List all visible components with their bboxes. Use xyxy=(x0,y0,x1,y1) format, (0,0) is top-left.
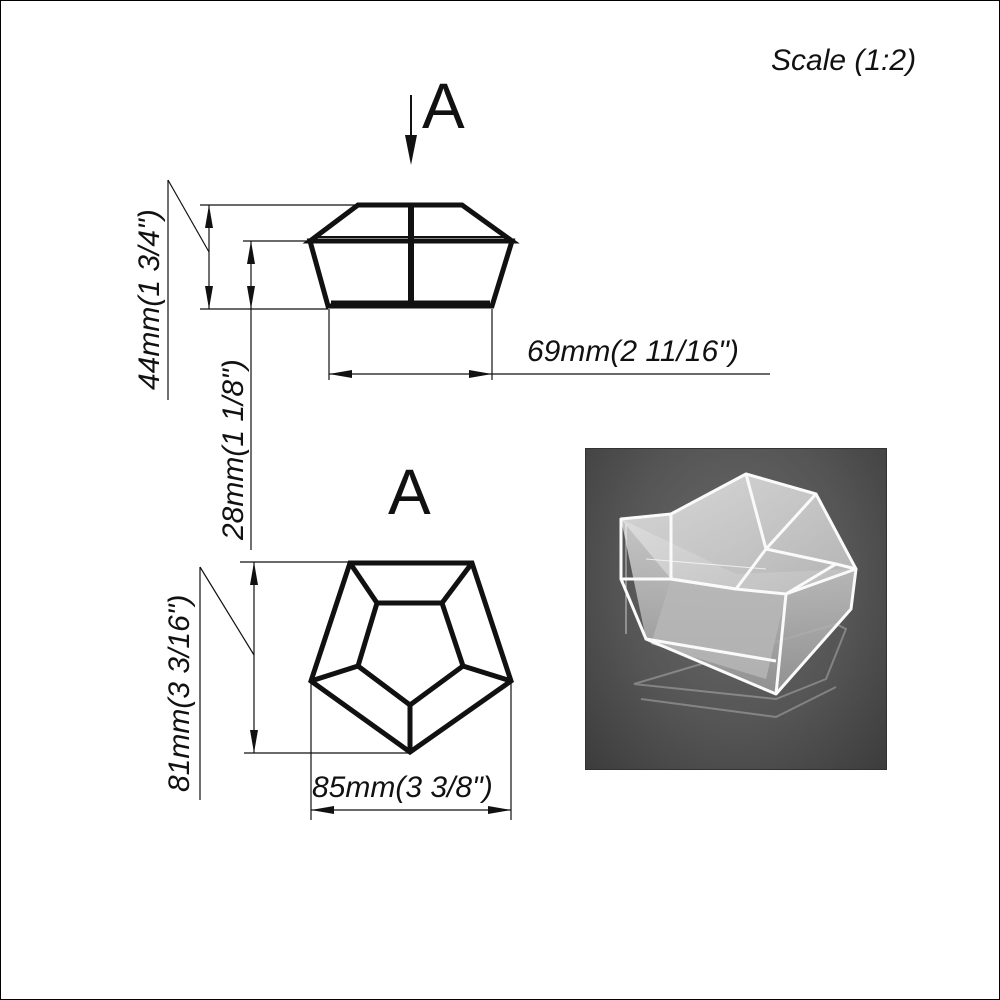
top-dimension-lines xyxy=(199,561,512,820)
view-marker-label: A xyxy=(422,70,465,142)
dimension-base-width: 69mm(2 11/16") xyxy=(527,335,739,368)
scale-label: Scale (1:2) xyxy=(771,44,917,77)
product-render-image xyxy=(585,448,887,770)
top-view xyxy=(308,560,514,756)
dimension-total-height: 44mm(1 3/4") xyxy=(133,209,166,390)
top-dimension-arrows xyxy=(250,562,511,814)
side-dimension-arrows xyxy=(205,205,492,378)
top-view-title: A xyxy=(388,456,431,528)
side-view xyxy=(302,202,520,309)
dimension-top-width: 85mm(3 3/8") xyxy=(312,771,493,804)
acrylic-dodecahedron-render xyxy=(619,472,858,719)
view-arrow xyxy=(405,95,417,165)
dimension-top-height: 81mm(3 3/16") xyxy=(163,594,196,792)
dimension-body-height: 28mm(1 1/8") xyxy=(217,359,250,540)
